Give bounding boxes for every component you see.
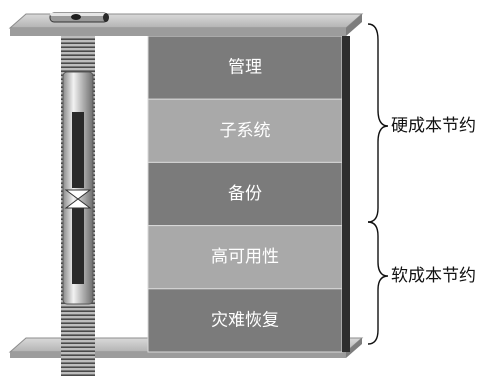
tier-label: 管理 <box>228 58 262 78</box>
tier-block-subsystem: 子系统 <box>147 98 343 163</box>
soft-cost-brace-icon <box>367 221 389 345</box>
rod-slot-top-icon <box>72 112 84 188</box>
stack-side-shadow <box>342 36 350 352</box>
tier-label: 子系统 <box>220 121 271 141</box>
tier-label: 灾难恢复 <box>211 310 279 330</box>
tier-rect <box>147 35 343 100</box>
tier-block-high-availability: 高可用性 <box>147 225 343 290</box>
tier-block-management: 管理 <box>147 35 343 100</box>
threaded-rod <box>61 22 95 376</box>
tier-block-disaster-recovery: 灾难恢复 <box>147 288 343 353</box>
tier-label: 备份 <box>228 184 262 204</box>
tier-label: 高可用性 <box>211 247 279 267</box>
tier-rect <box>147 288 343 353</box>
hard-cost-savings-label: 硬成本节约 <box>391 116 476 136</box>
soft-cost-savings-label: 软成本节约 <box>391 266 476 286</box>
tier-rect <box>147 225 343 290</box>
tier-block-backup: 备份 <box>147 161 343 227</box>
hard-cost-brace-icon <box>367 23 389 223</box>
top-pin-icon <box>49 12 109 23</box>
rod-pinch-bottom-icon <box>64 198 92 209</box>
tier-rect <box>147 161 343 227</box>
rod-pinch-top-icon <box>64 189 92 200</box>
rod-slot-bottom-icon <box>72 208 84 284</box>
